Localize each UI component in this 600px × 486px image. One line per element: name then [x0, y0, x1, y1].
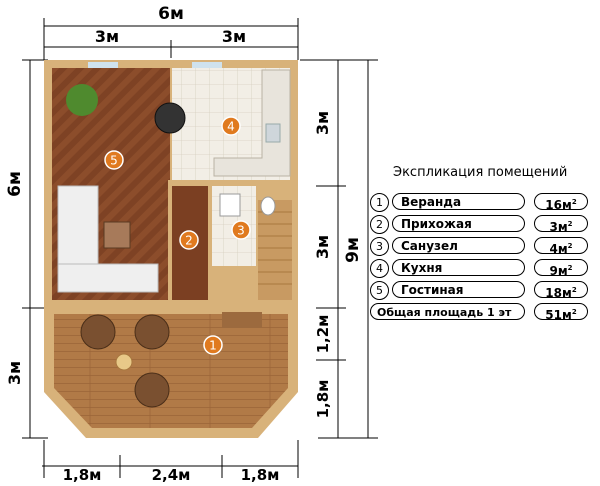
dim-right-total: 9м — [343, 237, 363, 263]
legend-area: 16м2 — [534, 193, 588, 212]
legend-num: 5 — [370, 281, 389, 300]
legend-row: 1 Веранда 16м2 — [370, 193, 588, 212]
window-icon — [192, 62, 222, 68]
legend-area: 18м2 — [534, 281, 588, 300]
dimension-lines — [22, 18, 378, 478]
dim-top-right: 3м — [222, 27, 246, 46]
chair-icon — [134, 372, 170, 408]
dim-bottom-mid: 2,4м — [152, 466, 191, 484]
legend-total-row: Общая площадь 1 эт 51м2 — [370, 303, 588, 322]
dim-right-lower-a: 1,2м — [314, 315, 332, 354]
dimension-labels: 6м 3м 3м 6м 3м 3м 3м 9м 1,2м 1,8м 1,8м 2… — [5, 4, 363, 484]
legend-row: 4 Кухня 9м2 — [370, 259, 588, 278]
dim-top-total: 6м — [158, 4, 184, 24]
legend-title: Экспликация помещений — [393, 165, 568, 180]
legend-num: 1 — [370, 193, 389, 212]
legend-name: Веранда — [392, 193, 525, 210]
legend-area: 3м2 — [534, 215, 588, 234]
legend-area: 4м2 — [534, 237, 588, 256]
bench-icon — [222, 312, 262, 328]
room-number-5: 5 — [110, 154, 118, 168]
room-marker-4 — [221, 116, 241, 136]
room-marker-5 — [104, 150, 124, 170]
legend-num: 4 — [370, 259, 389, 278]
room-number-3: 3 — [237, 224, 245, 238]
dim-bottom-right: 1,8м — [241, 466, 280, 484]
table-icon — [115, 353, 133, 371]
dim-right-middle: 3м — [313, 235, 332, 259]
legend-name: Прихожая — [392, 215, 525, 232]
dim-left-upper: 6м — [5, 171, 25, 197]
legend-num: 3 — [370, 237, 389, 256]
legend-name: Санузел — [392, 237, 525, 254]
room-number-4: 4 — [227, 120, 235, 134]
legend-area: 9м2 — [534, 259, 588, 278]
toilet-icon — [260, 196, 276, 216]
room-marker-1 — [203, 335, 223, 355]
sink-icon — [265, 123, 281, 143]
legend-row: 2 Прихожая 3м2 — [370, 215, 588, 234]
veranda — [44, 306, 298, 438]
dim-top-left: 3м — [95, 27, 119, 46]
room-marker-2 — [179, 230, 199, 250]
room-number-2: 2 — [185, 234, 193, 248]
chair-icon — [134, 314, 170, 350]
legend-num: 2 — [370, 215, 389, 234]
dining-table-icon — [154, 102, 186, 134]
dim-left-lower: 3м — [5, 361, 24, 385]
legend-name: Кухня — [392, 259, 525, 276]
dim-bottom-left: 1,8м — [63, 466, 102, 484]
plant-icon — [66, 84, 98, 116]
dim-right-upper: 3м — [313, 111, 332, 135]
dim-right-lower-b: 1,8м — [314, 380, 332, 419]
kitchen-counter — [213, 69, 291, 177]
legend-total-area: 51м2 — [534, 303, 588, 322]
furniture — [57, 62, 276, 293]
legend-row: 3 Санузел 4м2 — [370, 237, 588, 256]
chair-icon — [80, 314, 116, 350]
coffee-table-icon — [103, 221, 131, 249]
room-markers: 5 4 2 3 1 — [104, 116, 251, 355]
legend-name: Гостиная — [392, 281, 525, 298]
room-marker-3 — [231, 220, 251, 240]
legend-total-name: Общая площадь 1 эт — [370, 303, 525, 320]
room-number-1: 1 — [209, 339, 217, 353]
legend-row: 5 Гостиная 18м2 — [370, 281, 588, 300]
shower-icon — [219, 193, 241, 217]
stairs — [258, 200, 292, 300]
window-icon — [88, 62, 118, 68]
